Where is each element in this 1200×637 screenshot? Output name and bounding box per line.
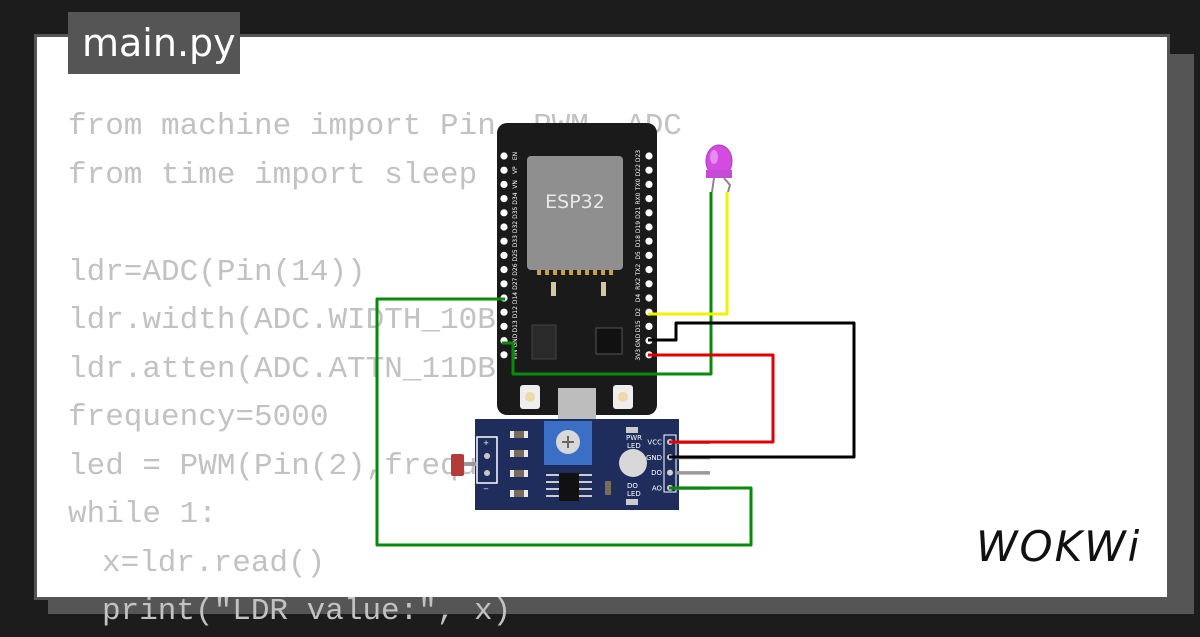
pin-label-rx0: RX0 <box>635 192 642 204</box>
pin-hole-d26[interactable] <box>500 266 508 274</box>
pin-label-rx2: RX2 <box>635 278 642 290</box>
esp32-chip-pads <box>537 270 613 275</box>
pin-label-d34: D34 <box>512 192 519 204</box>
pin-label-d33: D33 <box>512 235 519 247</box>
pin-label-d26: D26 <box>512 263 519 275</box>
pin-hole-tx2[interactable] <box>645 266 653 274</box>
pin-label-d27: D27 <box>512 277 519 289</box>
minus-label: − <box>483 485 489 493</box>
pin-label-d18: D18 <box>635 235 642 247</box>
pin-label-d13: D13 <box>512 320 519 332</box>
pin-hole-tx0[interactable] <box>645 180 653 188</box>
pin-label-3v3: 3V3 <box>635 349 642 361</box>
wire-gnd-module[interactable] <box>648 321 856 459</box>
pin-hole-d25[interactable] <box>500 251 508 259</box>
pin-hole-d23[interactable] <box>645 152 653 160</box>
pin-hole-vin[interactable] <box>500 351 508 359</box>
pin-label-d35: D35 <box>512 206 519 218</box>
pin-label-d15: D15 <box>635 320 642 332</box>
pin-hole-d21[interactable] <box>645 209 653 217</box>
pin-label-d14: D14 <box>512 292 519 304</box>
code-line: ldr.atten(ADC.ATTN_11DB) <box>68 351 515 387</box>
module-pin-label-gnd: GND <box>646 454 662 462</box>
esp32-board[interactable]: ESP32 ENVPVND34D35D32D33D25D26D27D14D12D… <box>497 123 657 420</box>
wokwi-logo: WOKWi <box>976 522 1142 571</box>
pin-label-vn: VN <box>512 180 519 189</box>
pin-hole-d12[interactable] <box>500 308 508 316</box>
pin-hole-d13[interactable] <box>500 322 508 330</box>
pin-hole-d27[interactable] <box>500 280 508 288</box>
ldr-header <box>476 436 498 484</box>
code-line: from time import sleep <box>68 157 478 193</box>
pin-hole-rx0[interactable] <box>645 195 653 203</box>
pin-label-d25: D25 <box>512 249 519 261</box>
module-pin-label-ao: AO <box>652 484 663 492</box>
wire-ao-d14[interactable] <box>375 297 753 547</box>
code-line: print("LDR value:", x) <box>102 594 512 629</box>
esp32-chip-shield <box>527 156 623 270</box>
pin-hole-d5[interactable] <box>645 251 653 259</box>
led-indicator <box>619 449 647 477</box>
code-line: frequency=5000 <box>68 400 329 435</box>
plus-label: + <box>483 439 489 447</box>
do-led-label-line: LED <box>627 490 641 498</box>
pin-hole-vp[interactable] <box>500 166 508 174</box>
pin-hole-d15[interactable] <box>645 322 653 330</box>
pin-label-vin: VIN <box>512 350 519 360</box>
pin-label-d23: D23 <box>635 150 642 162</box>
code-line: ldr=ADC(Pin(14)) <box>68 254 366 290</box>
pin-hole-d32[interactable] <box>500 223 508 231</box>
pin-label-en: EN <box>512 152 519 160</box>
pin-label-d4: D4 <box>635 294 642 303</box>
code-line: x=ldr.read() <box>102 545 326 581</box>
module-pin-label-vcc: VCC <box>647 439 662 447</box>
comparator-chip <box>559 473 579 501</box>
file-tab[interactable]: main.py <box>68 12 240 74</box>
pin-hole-en[interactable] <box>500 152 508 160</box>
usb-uart-chip <box>595 327 623 355</box>
module-pin-label-do: DO <box>651 469 662 477</box>
pin-label-d2: D2 <box>635 308 642 317</box>
esp32-chip-label: ESP32 <box>545 191 605 213</box>
led-component[interactable] <box>705 144 733 193</box>
wires <box>375 192 856 547</box>
pwr-led-label-line: LED <box>627 442 641 450</box>
pin-label-d5: D5 <box>635 251 642 260</box>
pin-hole-d22[interactable] <box>645 166 653 174</box>
pin-hole-d35[interactable] <box>500 209 508 217</box>
pin-label-tx2: TX2 <box>635 264 642 277</box>
usb-port <box>558 388 596 420</box>
pin-hole-d34[interactable] <box>500 195 508 203</box>
pin-hole-d19[interactable] <box>645 223 653 231</box>
module-pin-hole-do[interactable] <box>667 469 673 476</box>
do-led-label-line: DO <box>627 482 638 490</box>
pwr-led-label-line: PWR <box>626 434 642 442</box>
ldr-module[interactable]: + − PWR LED DO LED VCC GND <box>451 419 710 510</box>
voltage-regulator <box>531 324 557 360</box>
file-tab-label: main.py <box>82 21 236 65</box>
photoresistor <box>451 454 464 476</box>
pin-label-d32: D32 <box>512 221 519 233</box>
pin-label-d21: D21 <box>635 206 642 218</box>
code-line: ldr.width(ADC.WIDTH_10BIT) <box>68 303 552 338</box>
pin-label-gnd: GND <box>512 333 519 347</box>
pin-label-d12: D12 <box>512 306 519 318</box>
wire-d2-led[interactable] <box>648 192 729 316</box>
pin-label-tx0: TX0 <box>635 178 642 191</box>
pin-label-d19: D19 <box>635 221 642 233</box>
code-line: while 1: <box>68 497 217 532</box>
pin-label-vp: VP <box>512 166 519 174</box>
pin-hole-d18[interactable] <box>645 237 653 245</box>
wire-3v3-vcc[interactable] <box>648 353 775 444</box>
pin-hole-vn[interactable] <box>500 180 508 188</box>
pin-hole-rx2[interactable] <box>645 280 653 288</box>
pin-hole-d4[interactable] <box>645 294 653 302</box>
pin-label-d22: D22 <box>635 164 642 176</box>
module-pin-do[interactable] <box>676 471 710 475</box>
pin-label-gnd: GND <box>635 333 642 347</box>
pin-hole-d33[interactable] <box>500 237 508 245</box>
